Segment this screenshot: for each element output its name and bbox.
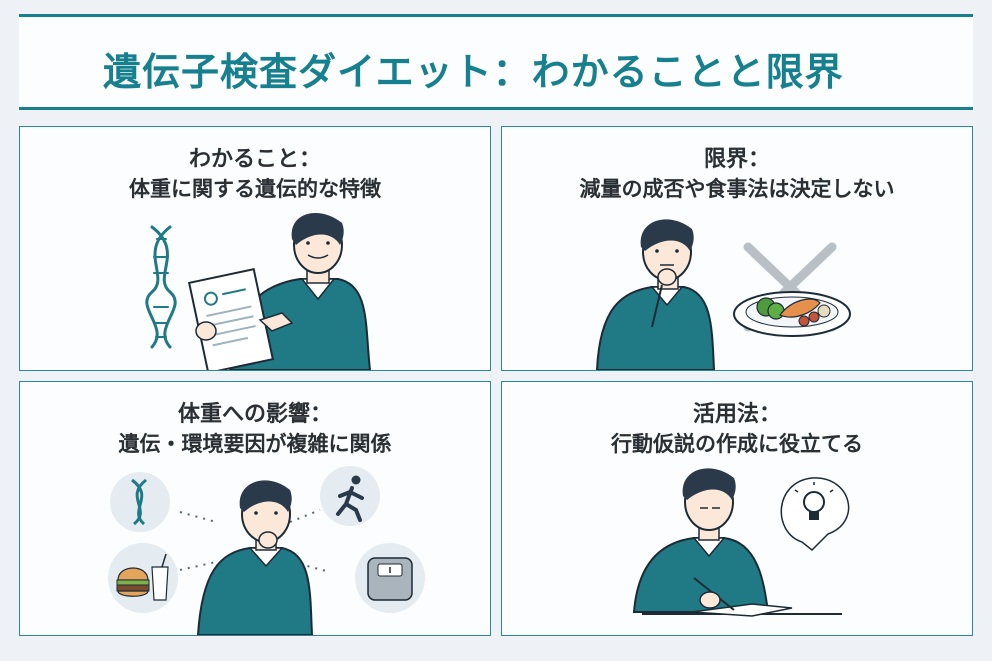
- burger-drink-icon: [108, 543, 178, 613]
- panel-subtitle: 遺伝・環境要因が複雑に関係: [118, 432, 392, 456]
- dna-icon: [145, 225, 177, 349]
- panel-what-you-learn: わかること： 体重に関する遺伝的な特徴: [19, 126, 491, 371]
- panel-title: 活用法：: [692, 402, 781, 427]
- title-banner: 遺伝子検査ダイエット：わかることと限界: [19, 14, 973, 110]
- panel-illustration: [595, 219, 851, 370]
- lightbulb-icon: [780, 477, 850, 552]
- notebook-icon: [642, 577, 842, 617]
- meal-plate-icon: [733, 291, 851, 337]
- panel-limitations: 限界： 減量の成否や食事法は決定しない: [501, 126, 973, 371]
- panel-illustration: [145, 213, 372, 370]
- panel-subtitle: 体重に関する遺伝的な特徴: [129, 177, 381, 201]
- panel-illustration: [108, 466, 425, 635]
- person-pondering: [196, 480, 314, 635]
- panel-title: わかること：: [188, 147, 321, 172]
- running-icon: [320, 466, 380, 526]
- document-icon: [187, 267, 294, 370]
- page-title: 遺伝子検査ダイエット：わかることと限界: [103, 50, 844, 94]
- connector-lines: [179, 509, 331, 573]
- person-thinking: [595, 219, 716, 370]
- person-writing: [632, 468, 770, 613]
- panel-title: 体重への影響：: [177, 402, 332, 427]
- panel-subtitle: 行動仮説の作成に役立てる: [611, 432, 863, 456]
- panel-subtitle: 減量の成否や食事法は決定しない: [579, 177, 895, 201]
- dna-icon: [110, 472, 170, 532]
- panel-how-to-use: 活用法： 行動仮説の作成に役立てる: [501, 381, 973, 636]
- panel-weight-influences: 体重への影響： 遺伝・環境要因が複雑に関係: [19, 381, 491, 636]
- panel-title: 限界：: [703, 147, 770, 172]
- scale-icon: [355, 543, 425, 613]
- panel-illustration: [632, 468, 850, 617]
